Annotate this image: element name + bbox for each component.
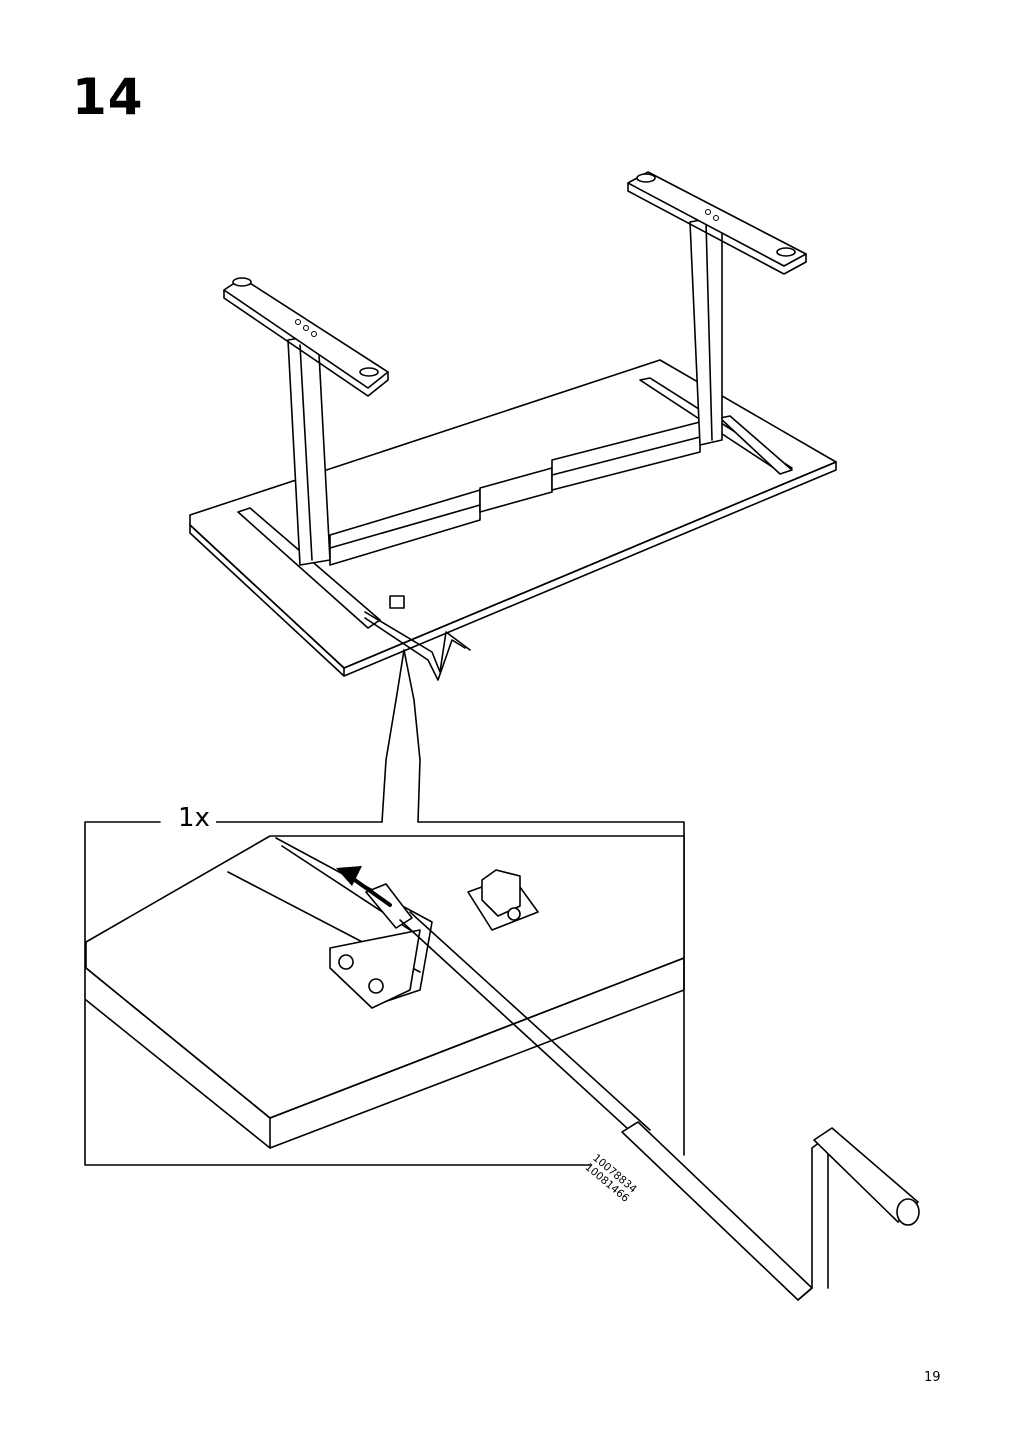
quantity-label: 1x	[172, 803, 216, 833]
step-number: 14	[72, 68, 144, 126]
page-number: 19	[924, 1370, 941, 1385]
insertion-arrow-icon	[336, 866, 392, 907]
